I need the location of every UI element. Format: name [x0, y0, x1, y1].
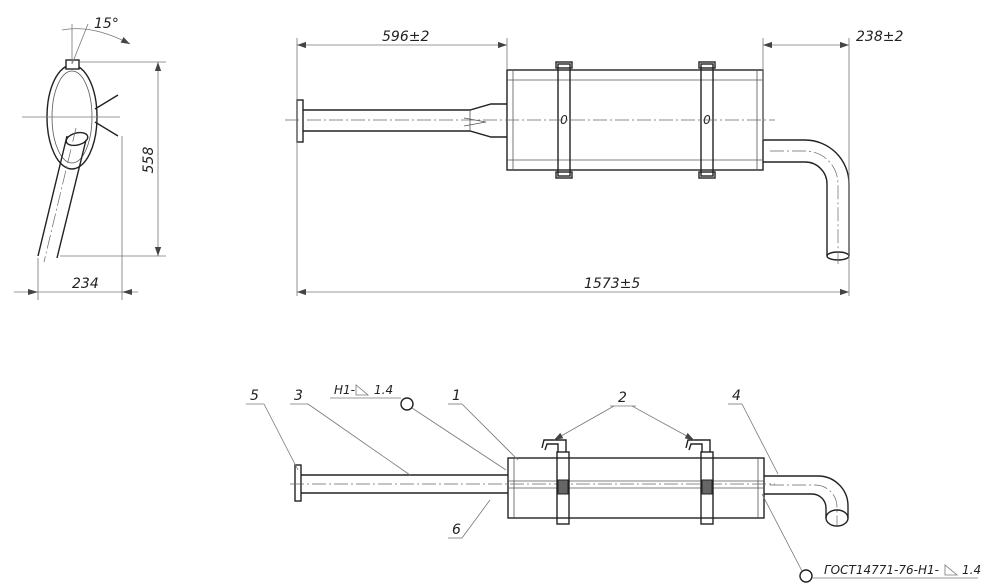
- width-arrow-left: [28, 289, 38, 295]
- callout-5: 5: [250, 388, 259, 404]
- angle-arc: [61, 28, 131, 45]
- callout-3: 3: [294, 388, 303, 404]
- leader-5: [263, 403, 299, 471]
- inlet-length-label: 596±2: [382, 29, 429, 45]
- angle-label: 15°: [94, 16, 119, 32]
- front-left-clamp-top: [555, 61, 573, 69]
- front-inlet-flange: [296, 99, 304, 143]
- callout-4: 4: [732, 388, 741, 404]
- callout-1: 1: [452, 388, 461, 404]
- front-view: 0 0 596±2 238±2 1573±5: [285, 29, 903, 296]
- front-inlet-pipe-bottom: [303, 130, 507, 138]
- front-outlet-axis: [770, 150, 839, 264]
- assembly-right-clamp-bolt: [701, 479, 713, 495]
- width-label: 234: [72, 276, 99, 292]
- assembly-inlet-flange: [294, 464, 302, 502]
- front-left-clamp-bottom: [555, 171, 573, 179]
- front-left-clamp-mark: 0: [560, 113, 568, 127]
- assembly-left-clamp-bolt: [557, 479, 569, 495]
- leader-1: [461, 403, 519, 461]
- front-right-clamp-bottom: [698, 171, 716, 179]
- side-view-pipe: [37, 135, 87, 259]
- front-inlet-pipe-top: [303, 103, 507, 111]
- weld-leader-upper: [411, 407, 507, 471]
- weld-triangle-lower: [944, 564, 959, 576]
- overall-length-label: 1573±5: [584, 276, 640, 292]
- assembly-outlet-elbow: [764, 475, 849, 518]
- width-arrow-right: [122, 289, 132, 295]
- side-view-top-clamp: [65, 59, 80, 70]
- weld-symbol-lower: [799, 569, 813, 583]
- leader-6: [461, 499, 491, 539]
- callout-2: 2: [618, 390, 627, 406]
- assembly-left-clamp-hook: [541, 439, 567, 452]
- front-inlet-cone: [463, 117, 487, 127]
- leader-2-left: [553, 405, 615, 441]
- callout-6: 6: [452, 522, 461, 538]
- leader-3: [307, 403, 411, 476]
- assembly-outlet-axis: [770, 484, 838, 526]
- weld-note-lower-prefix: ГОСТ14771-76-Н1-: [824, 563, 939, 577]
- weld-leader-lower: [761, 493, 803, 572]
- side-view-pipe-axis: [43, 127, 77, 263]
- assembly-view: 5 3 1 2 4 6 Н1- 1.4 ГОСТ14771-76-Н1- 1.4: [246, 383, 981, 583]
- weld-symbol-upper: [400, 397, 414, 411]
- leader-4: [741, 403, 779, 475]
- height-label: 558: [141, 147, 157, 174]
- weld-note-upper-prefix: Н1-: [334, 383, 355, 397]
- side-view: 15° 558 234: [14, 16, 166, 300]
- side-view-bracket: [94, 94, 119, 137]
- angle-ref-line-tilted: [71, 23, 89, 65]
- side-view-pipe-mouth: [65, 131, 89, 147]
- weld-note-upper-size: 1.4: [374, 383, 393, 397]
- weld-triangle-upper: [355, 384, 370, 396]
- front-right-clamp-top: [698, 61, 716, 69]
- outlet-length-label: 238±2: [856, 29, 903, 45]
- leader-2-right: [631, 405, 695, 441]
- assembly-right-clamp: [700, 451, 714, 525]
- weld-note-lower-size: 1.4: [962, 563, 981, 577]
- front-outlet-elbow: [763, 139, 850, 256]
- assembly-left-clamp: [556, 451, 570, 525]
- assembly-right-clamp-hook: [685, 439, 711, 452]
